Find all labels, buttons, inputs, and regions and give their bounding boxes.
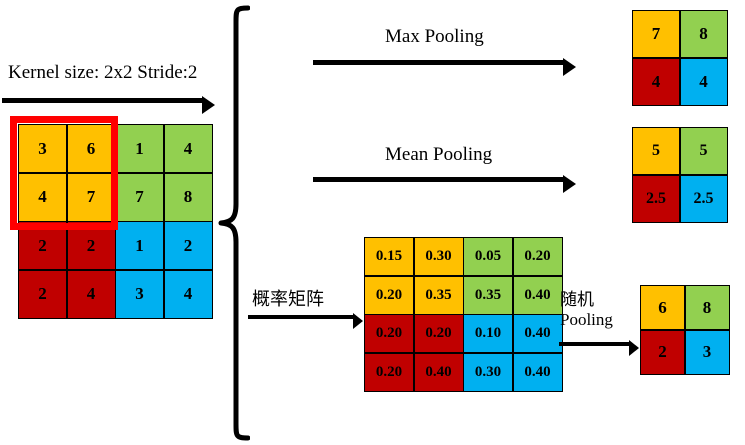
stochastic-label-line2: Pooling [560,309,613,329]
stochastic-output-cell: 2 [641,330,684,374]
kernel-size-label: Kernel size: 2x2 Stride:2 [8,62,198,83]
mean-output-cell: 2.5 [633,175,679,222]
max-output-cell: 4 [680,58,727,105]
probability-cell: 0.40 [414,353,463,391]
input-cell: 4 [19,173,66,221]
stochastic-output-cell: 3 [685,330,729,374]
input-cell: 2 [19,270,66,318]
probability-cell: 0.20 [414,315,463,352]
probability-cell: 0.30 [414,238,463,275]
probability-cell: 0.40 [513,315,562,352]
input-cell: 1 [116,222,163,269]
input-cell: 7 [67,173,115,221]
max-pooling-arrow-icon [313,58,576,76]
max-output-cell: 4 [633,58,679,105]
input-cell: 4 [164,270,212,318]
input-cell: 1 [116,125,163,172]
kernel-window-highlight [10,116,118,230]
mean-output-cell: 2.5 [680,175,727,222]
probability-cell: 0.15 [365,238,413,275]
probability-cell: 0.20 [365,353,413,391]
stochastic-label-line1: 随机 [560,290,594,309]
input-cell: 3 [116,270,163,318]
probability-cell: 0.30 [464,353,512,391]
stochastic-pooling-arrow-icon [559,340,639,356]
stochastic-output-cell: 6 [641,286,684,329]
input-cell: 8 [164,173,212,221]
mean-output-cell: 5 [633,128,679,174]
mean-pooling-arrow-icon [313,175,576,193]
probability-cell: 0.40 [513,353,562,391]
probability-cell: 0.20 [365,315,413,352]
stochastic-output-cell: 8 [685,286,729,329]
probability-cell: 0.20 [365,276,413,314]
probability-cell: 0.35 [464,276,512,314]
input-cell: 4 [67,270,115,318]
input-cell: 4 [164,125,212,172]
branch-brace-icon [218,4,251,442]
stochastic-pooling-label: 随机 Pooling [560,290,630,329]
max-output-cell: 7 [633,11,679,57]
brace-svg [218,5,251,441]
max-output-cell: 8 [680,11,727,57]
input-cell: 3 [19,125,66,172]
kernel-arrow-icon [2,96,215,114]
mean-pooling-label: Mean Pooling [385,144,493,165]
input-cell: 2 [164,222,212,269]
mean-output-cell: 5 [680,128,727,174]
probability-cell: 0.35 [414,276,463,314]
input-cell: 6 [67,125,115,172]
probability-cell: 0.20 [513,238,562,275]
probability-cell: 0.40 [513,276,562,314]
probability-cell: 0.10 [464,315,512,352]
input-cell: 7 [116,173,163,221]
probability-matrix-label: 概率矩阵 [252,289,324,309]
probability-arrow-icon [248,313,363,329]
probability-cell: 0.05 [464,238,512,275]
max-pooling-label: Max Pooling [385,26,484,47]
